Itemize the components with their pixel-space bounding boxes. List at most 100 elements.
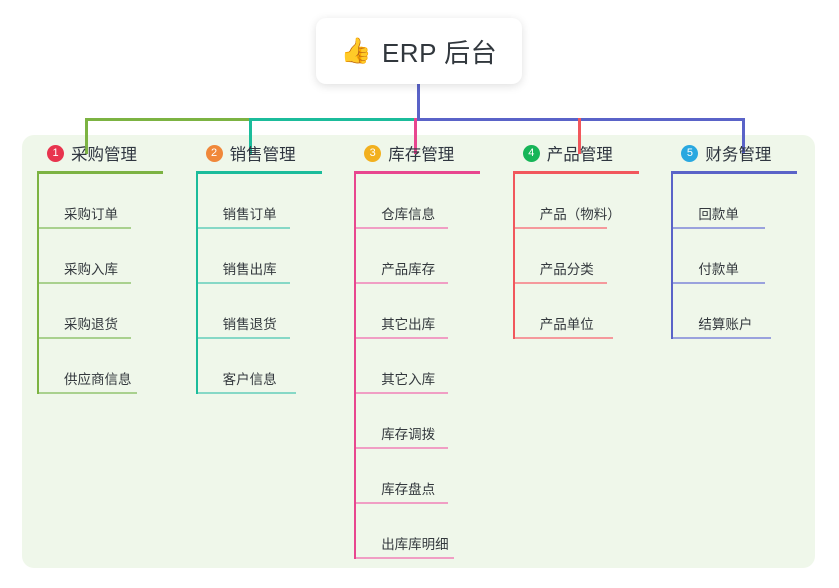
column-spine bbox=[195, 174, 198, 394]
column-number-badge: 3 bbox=[364, 144, 382, 162]
list-item-rule bbox=[39, 392, 137, 394]
list-item-label: 库存调拨 bbox=[381, 426, 436, 442]
list-item-label: 付款单 bbox=[698, 261, 739, 277]
list-item-rule bbox=[673, 227, 766, 229]
drop-connector-3 bbox=[414, 118, 417, 154]
list-item-label: 产品库存 bbox=[381, 261, 436, 277]
list-item-rule bbox=[39, 337, 131, 339]
bus-segment-4 bbox=[578, 118, 745, 121]
column-header-4[interactable]: 4 产品管理 bbox=[512, 135, 657, 171]
column-items-1: 采购订单采购入库采购退货供应商信息 bbox=[37, 174, 181, 394]
list-item-label: 销售订单 bbox=[222, 206, 277, 222]
list-item[interactable]: 库存调拨 bbox=[354, 394, 498, 449]
list-item[interactable]: 产品库存 bbox=[354, 229, 498, 284]
column-header-rule bbox=[37, 171, 163, 174]
column-number-badge: 2 bbox=[205, 144, 223, 162]
list-item-rule bbox=[356, 447, 449, 449]
list-item-rule bbox=[197, 392, 296, 394]
list-item-rule bbox=[514, 227, 607, 229]
list-item[interactable]: 产品单位 bbox=[513, 284, 657, 339]
list-item[interactable]: 供应商信息 bbox=[37, 339, 181, 394]
column-title: 产品管理 bbox=[546, 146, 613, 164]
list-item-label: 销售退货 bbox=[222, 316, 277, 332]
column-number-badge: 4 bbox=[522, 144, 540, 162]
drop-connector-4 bbox=[578, 118, 581, 154]
column-title: 财务管理 bbox=[705, 146, 772, 164]
list-item-label: 库存盘点 bbox=[381, 481, 436, 497]
root-title-card: 👍 ERP 后台 bbox=[316, 18, 522, 84]
list-item[interactable]: 付款单 bbox=[671, 229, 815, 284]
list-item-rule bbox=[673, 337, 772, 339]
list-item[interactable]: 结算账户 bbox=[671, 284, 815, 339]
column-header-2[interactable]: 2 销售管理 bbox=[195, 135, 340, 171]
root-stem-connector bbox=[417, 84, 420, 120]
list-item-rule bbox=[356, 557, 455, 559]
mindmap-panel bbox=[22, 135, 815, 568]
column-title: 采购管理 bbox=[71, 146, 137, 164]
list-item[interactable]: 产品分类 bbox=[513, 229, 657, 284]
list-item-rule bbox=[197, 337, 290, 339]
column-header-3[interactable]: 3 库存管理 bbox=[353, 135, 498, 171]
list-item[interactable]: 出库库明细 bbox=[354, 504, 498, 559]
list-item-label: 销售出库 bbox=[222, 261, 277, 277]
column-header-rule bbox=[195, 171, 322, 174]
column-spine bbox=[37, 174, 39, 394]
column-3: 3 库存管理仓库信息产品库存其它出库其它入库库存调拨库存盘点出库库明细 bbox=[339, 135, 498, 568]
list-item[interactable]: 仓库信息 bbox=[354, 174, 498, 229]
list-item-rule bbox=[356, 227, 449, 229]
list-item[interactable]: 回款单 bbox=[671, 174, 815, 229]
list-item-label: 客户信息 bbox=[222, 371, 277, 387]
list-item[interactable]: 客户信息 bbox=[196, 339, 340, 394]
drop-connector-5 bbox=[742, 118, 745, 154]
list-item-label: 采购退货 bbox=[64, 316, 118, 332]
list-item-rule bbox=[39, 282, 131, 284]
list-item-label: 仓库信息 bbox=[381, 206, 436, 222]
list-item-rule bbox=[514, 337, 613, 339]
list-item-rule bbox=[356, 337, 449, 339]
list-item-label: 产品分类 bbox=[539, 261, 594, 277]
list-item[interactable]: 采购退货 bbox=[37, 284, 181, 339]
list-item[interactable]: 产品（物料） bbox=[513, 174, 657, 229]
thumbs-up-icon: 👍 bbox=[340, 36, 372, 65]
list-item-label: 出库库明细 bbox=[381, 536, 449, 552]
list-item-rule bbox=[197, 227, 290, 229]
list-item-rule bbox=[39, 227, 131, 229]
list-item-label: 产品（物料） bbox=[539, 206, 621, 222]
list-item-label: 产品单位 bbox=[539, 316, 594, 332]
column-items-5: 回款单付款单结算账户 bbox=[671, 174, 815, 339]
column-4: 4 产品管理产品（物料） 产品分类产品单位 bbox=[498, 135, 657, 568]
list-item[interactable]: 销售退货 bbox=[196, 284, 340, 339]
list-item[interactable]: 采购入库 bbox=[37, 229, 181, 284]
list-item[interactable]: 其它出库 bbox=[354, 284, 498, 339]
list-item-label: 回款单 bbox=[698, 206, 739, 222]
column-2: 2 销售管理销售订单销售出库销售退货客户信息 bbox=[181, 135, 340, 568]
column-header-rule bbox=[354, 171, 481, 174]
list-item[interactable]: 销售出库 bbox=[196, 229, 340, 284]
list-item[interactable]: 销售订单 bbox=[196, 174, 340, 229]
page-title: ERP 后台 bbox=[381, 37, 498, 68]
column-header-5[interactable]: 5 财务管理 bbox=[670, 135, 815, 171]
column-title: 库存管理 bbox=[388, 146, 455, 164]
list-item-label: 供应商信息 bbox=[64, 371, 132, 387]
column-spine bbox=[512, 174, 515, 339]
list-item-label: 采购订单 bbox=[64, 206, 118, 222]
list-item-rule bbox=[197, 282, 290, 284]
column-header-rule bbox=[671, 171, 798, 174]
column-number-badge: 5 bbox=[681, 144, 699, 162]
column-5: 5 财务管理回款单付款单结算账户 bbox=[656, 135, 815, 568]
list-item[interactable]: 其它入库 bbox=[354, 339, 498, 394]
list-item-rule bbox=[673, 282, 766, 284]
list-item[interactable]: 库存盘点 bbox=[354, 449, 498, 504]
list-item-label: 其它入库 bbox=[381, 371, 436, 387]
column-items-3: 仓库信息产品库存其它出库其它入库库存调拨库存盘点出库库明细 bbox=[354, 174, 498, 559]
bus-segment-3 bbox=[417, 118, 581, 121]
bus-segment-1 bbox=[85, 118, 252, 121]
list-item-rule bbox=[514, 282, 607, 284]
list-item[interactable]: 采购订单 bbox=[37, 174, 181, 229]
column-header-rule bbox=[512, 171, 639, 174]
list-item-rule bbox=[356, 502, 449, 504]
column-title: 销售管理 bbox=[229, 146, 296, 164]
